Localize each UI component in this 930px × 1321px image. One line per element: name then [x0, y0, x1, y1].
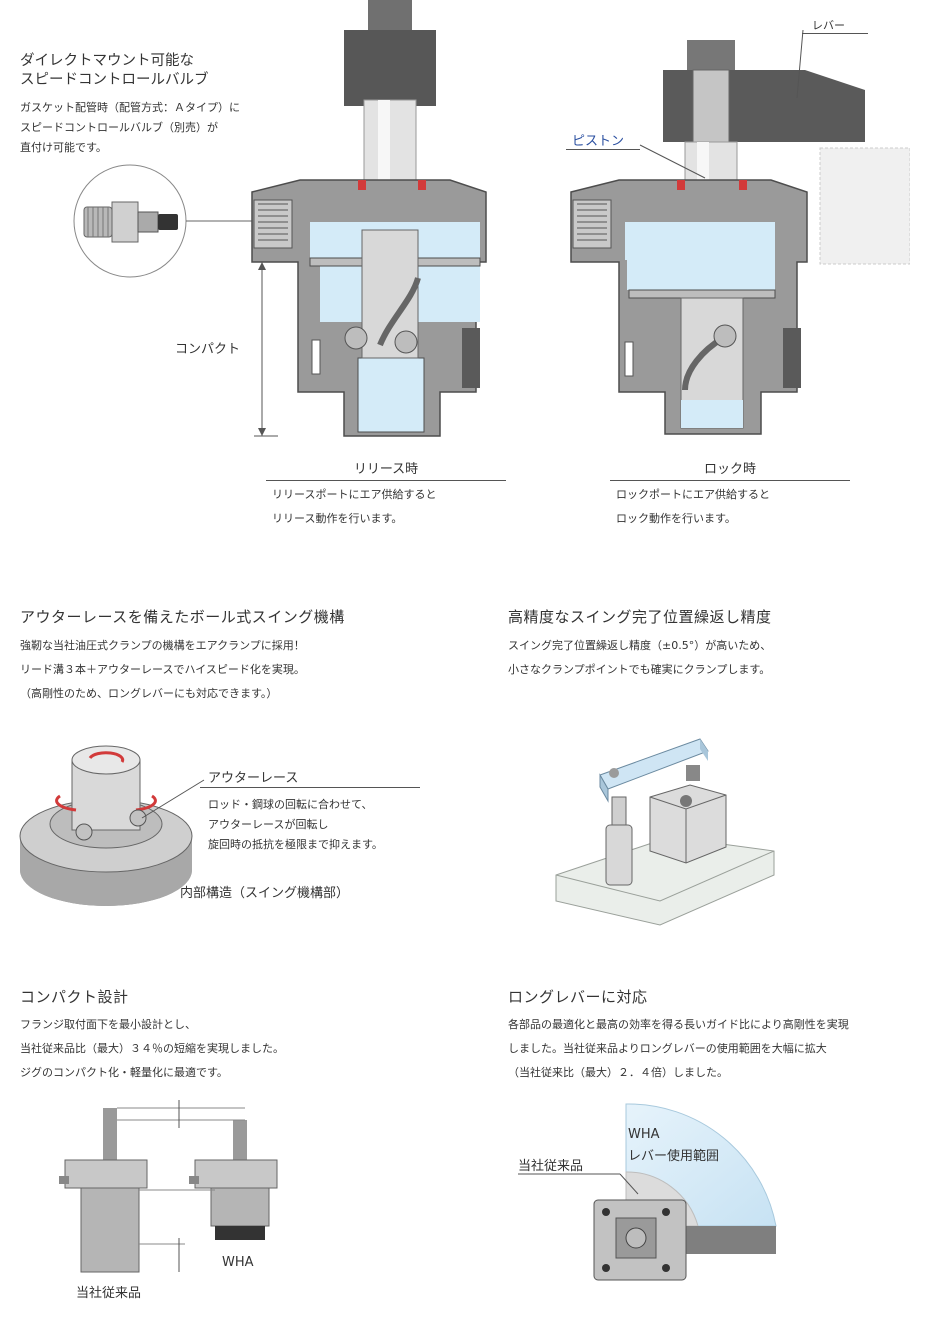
release-caption-rule	[266, 480, 506, 481]
lever-underline	[802, 33, 868, 34]
lock-caption-rule	[610, 480, 850, 481]
compact-design-desc: フランジ取付面下を最小設計とし、 当社従来品比（最大）３４％の短縮を実現しました…	[20, 1018, 284, 1079]
compact-label: コンパクト	[175, 342, 241, 357]
outer-race-desc: 強靭な当社油圧式クランプの機構をエアクランプに採用！ リード溝３本＋アウターレー…	[20, 639, 305, 700]
speed-control-valve-illustration	[73, 164, 252, 278]
piston-underline	[566, 149, 640, 150]
direct-mount-title: ダイレクトマウント可能な スピードコントロールバルブ	[20, 53, 209, 88]
size-comparison-illustration	[59, 1100, 278, 1273]
lever-label: レバー	[812, 19, 845, 32]
piston-label: ピストン	[572, 134, 625, 149]
lock-caption: ロック時	[703, 462, 756, 477]
release-caption: リリース時	[353, 462, 419, 477]
direct-mount-desc: ガスケット配管時（配管方式：Ａタイプ）に スピードコントロールバルブ（別売）が …	[20, 101, 240, 154]
compact-dimension-line	[254, 262, 278, 437]
release-cross-section	[251, 0, 487, 437]
outer-race-callout-rule	[200, 787, 420, 788]
long-lever-wha-label: WHA	[628, 1127, 660, 1142]
outer-race-callout-title: アウターレース	[208, 771, 299, 786]
outer-race-callout-desc: ロッド・鋼球の回転に合わせて、 アウターレースが回転し 旋回時の抵抗を極限まで抑…	[208, 798, 383, 851]
repeatability-desc: スイング完了位置繰返し精度（±0.5°）が高いため、 小さなクランプポイントでも…	[508, 639, 772, 676]
release-desc: リリースポートにエア供給すると リリース動作を行います。	[272, 488, 437, 525]
swing-mechanism-illustration	[19, 745, 205, 906]
compact-wha-label: WHA	[222, 1255, 254, 1270]
long-lever-conventional-label: 当社従来品	[518, 1159, 584, 1174]
long-lever-desc: 各部品の最適化と最高の効率を得る長いガイド比により高剛性を実現 しました。当社従…	[508, 1018, 849, 1079]
long-lever-title: ロングレバーに対応	[508, 988, 648, 1006]
repeatability-title: 高精度なスイング完了位置繰返し精度	[508, 608, 772, 626]
lock-cross-section	[570, 30, 910, 435]
structure-caption: 内部構造（スイング機構部）	[180, 886, 350, 901]
long-lever-range-label: レバー使用範囲	[628, 1149, 720, 1164]
outer-race-title: アウターレースを備えたボール式スイング機構	[20, 608, 345, 626]
compact-design-title: コンパクト設計	[20, 988, 129, 1006]
clamp-application-illustration	[555, 738, 775, 926]
lever-range-illustration	[518, 1103, 777, 1281]
compact-conventional-label: 当社従来品	[76, 1286, 142, 1301]
lock-desc: ロックポートにエア供給すると ロック動作を行います。	[616, 488, 770, 525]
